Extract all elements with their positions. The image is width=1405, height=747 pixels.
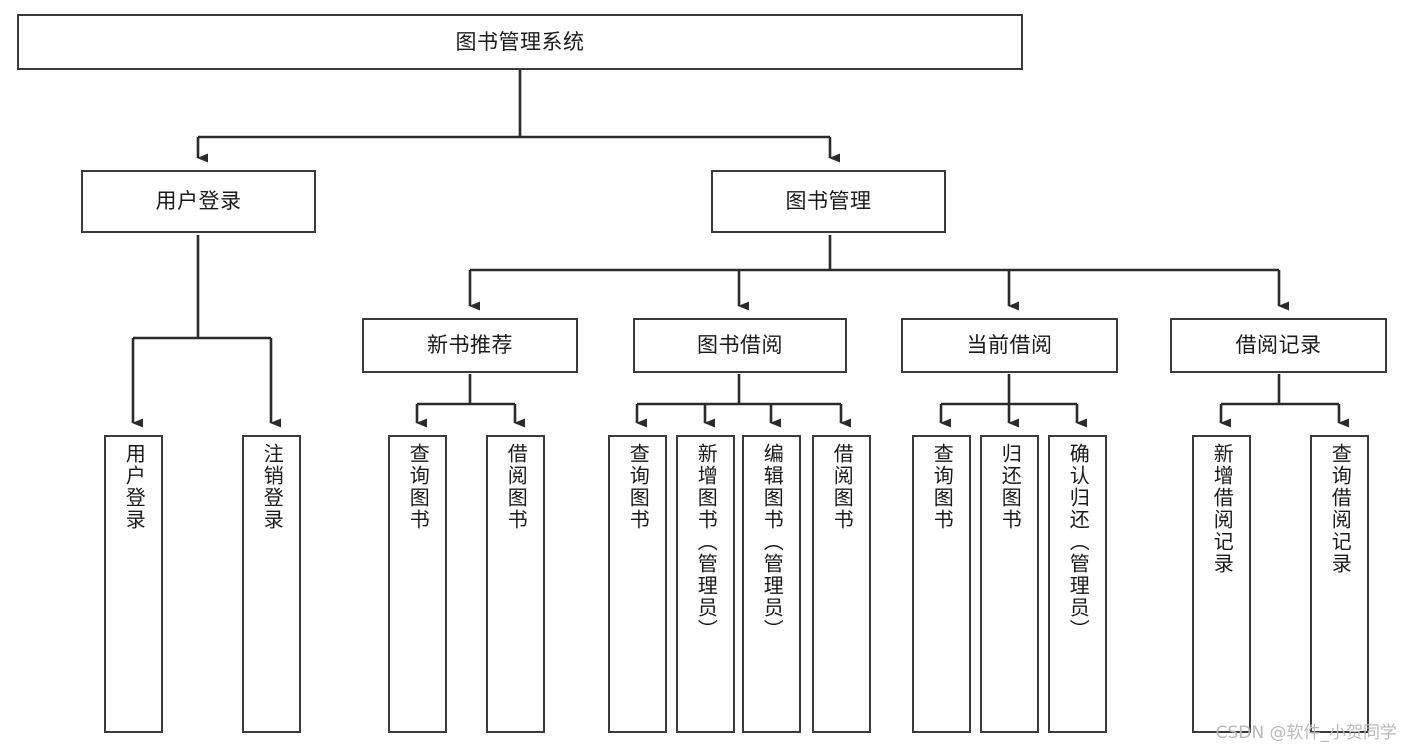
node-borrow-record-label: 借阅记录 xyxy=(1235,333,1322,358)
node-leaf-add-record-label: 新增借阅记录 xyxy=(1210,443,1235,575)
node-leaf-return-book-label: 归还图书 xyxy=(998,443,1023,531)
node-leaf-add-book[interactable]: 新增图书（管理员） xyxy=(676,435,735,733)
node-leaf-borrow-book-1[interactable]: 借阅图书 xyxy=(486,435,545,733)
node-user-login-label: 用户登录 xyxy=(155,189,242,214)
node-leaf-user-logout[interactable]: 注销登录 xyxy=(242,435,301,733)
node-borrow-record[interactable]: 借阅记录 xyxy=(1170,318,1387,373)
node-leaf-query-book-3-label: 查询图书 xyxy=(930,443,955,531)
node-new-book-recommend[interactable]: 新书推荐 xyxy=(362,318,578,373)
node-leaf-confirm-return[interactable]: 确认归还（管理员） xyxy=(1048,435,1107,733)
node-leaf-borrow-book-2[interactable]: 借阅图书 xyxy=(812,435,871,733)
node-current-borrow[interactable]: 当前借阅 xyxy=(901,318,1118,373)
node-book-manage[interactable]: 图书管理 xyxy=(711,170,946,233)
node-leaf-edit-book[interactable]: 编辑图书（管理员） xyxy=(742,435,801,733)
node-root[interactable]: 图书管理系统 xyxy=(17,14,1023,70)
node-leaf-add-book-label: 新增图书（管理员） xyxy=(694,443,719,641)
node-leaf-borrow-book-2-label: 借阅图书 xyxy=(830,443,855,531)
node-book-borrow-label: 图书借阅 xyxy=(697,333,783,358)
node-root-label: 图书管理系统 xyxy=(455,29,585,54)
node-leaf-user-login-label: 用户登录 xyxy=(122,443,147,531)
node-leaf-query-book-2-label: 查询图书 xyxy=(626,443,651,531)
node-leaf-borrow-book-1-label: 借阅图书 xyxy=(504,443,529,531)
node-leaf-user-login[interactable]: 用户登录 xyxy=(104,435,163,733)
node-leaf-query-record-label: 查询借阅记录 xyxy=(1328,443,1353,575)
node-leaf-return-book[interactable]: 归还图书 xyxy=(980,435,1039,733)
node-user-login[interactable]: 用户登录 xyxy=(81,170,316,233)
node-new-book-recommend-label: 新书推荐 xyxy=(427,333,513,358)
node-leaf-add-record[interactable]: 新增借阅记录 xyxy=(1192,435,1251,733)
node-leaf-query-book-2[interactable]: 查询图书 xyxy=(608,435,667,733)
node-leaf-query-record[interactable]: 查询借阅记录 xyxy=(1310,435,1369,733)
node-book-manage-label: 图书管理 xyxy=(785,189,872,214)
node-leaf-user-logout-label: 注销登录 xyxy=(260,443,285,531)
node-book-borrow[interactable]: 图书借阅 xyxy=(633,318,847,373)
node-current-borrow-label: 当前借阅 xyxy=(966,333,1053,358)
node-leaf-query-book-1-label: 查询图书 xyxy=(406,443,431,531)
node-leaf-confirm-return-label: 确认归还（管理员） xyxy=(1066,443,1091,641)
node-leaf-query-book-3[interactable]: 查询图书 xyxy=(912,435,971,733)
node-leaf-query-book-1[interactable]: 查询图书 xyxy=(388,435,447,733)
node-leaf-edit-book-label: 编辑图书（管理员） xyxy=(760,443,785,641)
